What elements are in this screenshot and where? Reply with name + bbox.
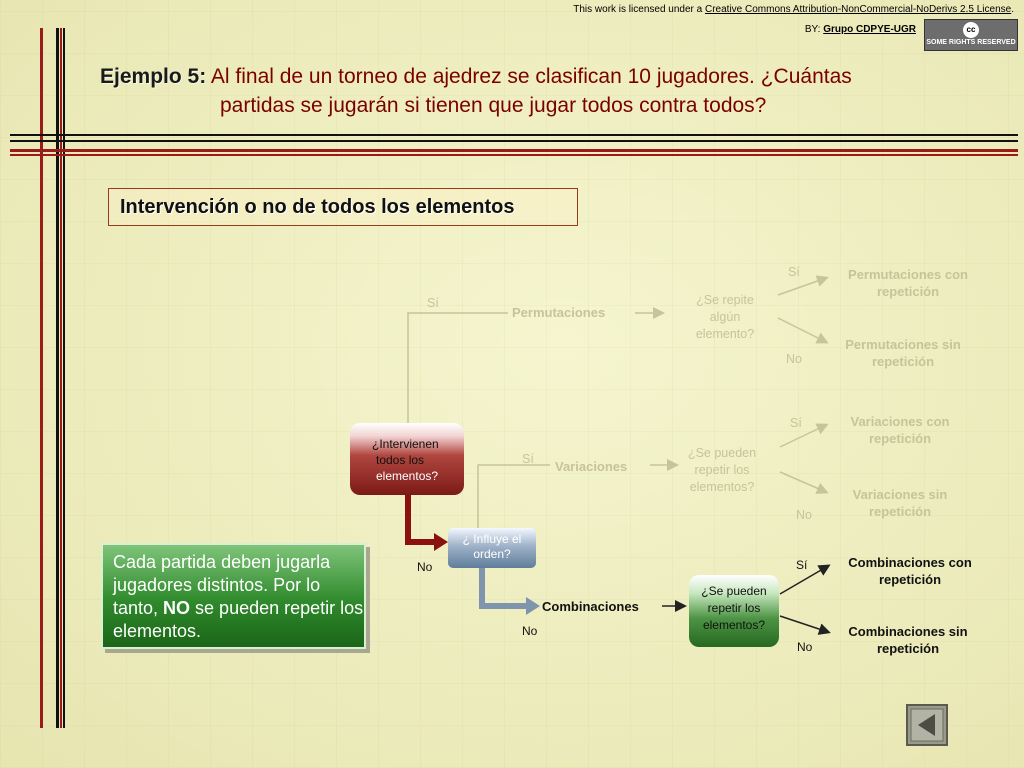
- comb-con-line-2: repetición: [878, 572, 942, 587]
- node-permutaciones: Permutaciones: [512, 305, 606, 320]
- comb-sin-line-2: repetición: [876, 641, 940, 656]
- decor-hline-red-2: [10, 154, 1018, 156]
- node-comb-sin-repeticion: Combinaciones sin repetición: [832, 623, 984, 657]
- node-perm-sin-repeticion: Permutaciones sin repetición: [828, 336, 978, 370]
- cc-license-badge[interactable]: cc SOME RIGHTS RESERVED: [924, 19, 1018, 51]
- var-question-line-1: ¿Se pueden: [687, 446, 757, 460]
- node-perm-con-repeticion: Permutaciones con repetición: [828, 266, 988, 300]
- explanation-text-b: se pueden repetir los elementos.: [113, 598, 364, 641]
- example-label: Ejemplo 5:: [100, 65, 207, 88]
- var-sin-line-1: Variaciones sin: [852, 487, 948, 502]
- author-credit: BY: Grupo CDPYE-UGR: [805, 24, 916, 35]
- label-comb-no: No: [797, 640, 813, 654]
- triangle-left-icon: [910, 708, 944, 742]
- page-title: Ejemplo 5: Al final de un torneo de ajed…: [100, 62, 950, 120]
- decor-hline-black-2: [10, 140, 1018, 142]
- perm-question-line-2: algún: [709, 310, 741, 324]
- decor-vline-red: [40, 28, 43, 728]
- title-line-2: partidas se jugarán si tienen que jugar …: [220, 94, 767, 117]
- root-line-3: elementos?: [376, 469, 439, 483]
- decor-hline-red-1: [10, 149, 1018, 152]
- section-heading: Intervención o no de todos los elementos: [108, 188, 578, 226]
- license-notice: This work is licensed under a Creative C…: [573, 4, 1014, 15]
- perm-sin-line-1: Permutaciones sin: [845, 337, 961, 352]
- root-line-2: todos los: [376, 453, 425, 467]
- var-question-line-2: repetir los: [694, 463, 750, 477]
- comb-con-line-1: Combinaciones con: [848, 555, 972, 570]
- node-comb-con-repeticion: Combinaciones con repetición: [832, 554, 988, 588]
- label-var-si: Sí: [790, 416, 802, 430]
- perm-sin-line-2: repetición: [871, 354, 935, 369]
- decor-hline-black-1: [10, 134, 1018, 136]
- back-button[interactable]: [906, 704, 948, 746]
- cc-badge-text: SOME RIGHTS RESERVED: [926, 39, 1016, 46]
- by-prefix: BY:: [804, 24, 824, 35]
- var-sin-line-2: repetición: [868, 504, 932, 519]
- perm-question-line-3: elemento?: [695, 327, 755, 341]
- node-intervienen-todos: ¿Intervienen todos los elementos?: [350, 423, 464, 495]
- label-var-no: No: [796, 508, 812, 522]
- node-var-con-repeticion: Variaciones con repetición: [830, 413, 970, 447]
- comb-question-line-3: elementos?: [702, 618, 766, 632]
- perm-con-line-1: Permutaciones con: [848, 267, 968, 282]
- label-no-orden: No: [522, 624, 538, 638]
- explanation-text-bold: NO: [163, 598, 191, 618]
- decor-vline-black-2: [63, 28, 65, 728]
- label-perm-si: Sí: [788, 265, 800, 279]
- decor-vline-red-2: [60, 28, 62, 728]
- perm-question-line-1: ¿Se repite: [696, 293, 754, 307]
- var-con-line-2: repetición: [868, 431, 932, 446]
- label-no-root: No: [417, 560, 433, 574]
- node-var-sin-repeticion: Variaciones sin repetición: [830, 486, 970, 520]
- comb-question-line-1: ¿Se pueden: [701, 584, 767, 598]
- node-perm-question: ¿Se repite algún elemento?: [680, 292, 770, 343]
- explanation-box: Cada partida deben jugarla jugadores dis…: [101, 543, 366, 649]
- label-perm-no: No: [786, 352, 802, 366]
- license-link[interactable]: Creative Commons Attribution-NonCommerci…: [704, 4, 1012, 15]
- node-influye-orden: ¿ Influye el orden?: [448, 528, 536, 568]
- cc-icon: cc: [963, 22, 979, 38]
- label-comb-si: Sí: [796, 558, 808, 572]
- explanation-text-a: Cada partida deben jugarla jugadores dis…: [113, 552, 331, 618]
- license-prefix: This work is licensed under a: [573, 4, 705, 15]
- root-line-1: ¿Intervienen: [372, 437, 439, 451]
- node-combinaciones: Combinaciones: [542, 599, 639, 614]
- comb-sin-line-1: Combinaciones sin: [848, 624, 968, 639]
- label-si-permutaciones: Sí: [427, 296, 439, 310]
- title-line-1: Al final de un torneo de ajedrez se clas…: [206, 65, 852, 88]
- perm-con-line-2: repetición: [876, 284, 940, 299]
- var-question-line-3: elementos?: [689, 480, 755, 494]
- node-variaciones: Variaciones: [555, 459, 628, 474]
- var-con-line-1: Variaciones con: [850, 414, 950, 429]
- orden-line-1: ¿ Influye el: [462, 532, 522, 546]
- node-comb-question: ¿Se pueden repetir los elementos?: [689, 575, 779, 647]
- decor-vline-black-1: [56, 28, 59, 728]
- comb-question-line-2: repetir los: [707, 601, 761, 615]
- author-group-link[interactable]: Grupo CDPYE-UGR: [823, 24, 916, 35]
- orden-line-2: orden?: [473, 547, 511, 561]
- label-si-variaciones: Sí: [522, 452, 534, 466]
- node-var-question: ¿Se pueden repetir los elementos?: [676, 445, 768, 496]
- license-suffix: .: [1011, 4, 1014, 15]
